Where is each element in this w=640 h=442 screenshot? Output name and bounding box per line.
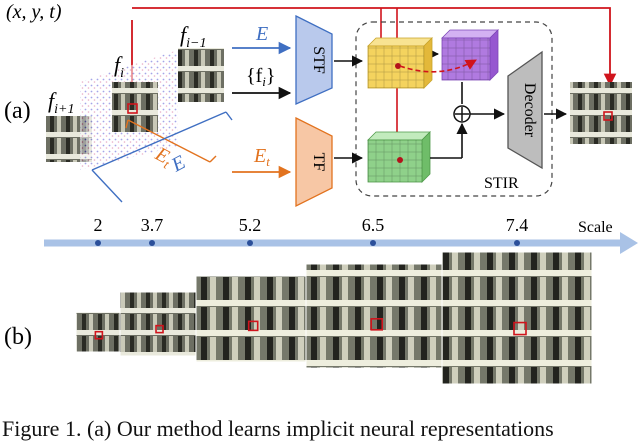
- zoom-crop-query-box: [155, 324, 164, 334]
- coord-label: (x, y, t): [6, 1, 62, 23]
- query-point-box: [127, 103, 138, 114]
- input-et-label: Et: [253, 145, 270, 169]
- scale-tick-label: 3.7: [141, 215, 164, 235]
- input-frames-label: {fi}: [246, 65, 276, 89]
- stir-label: STIR: [484, 175, 519, 192]
- frame-current: [112, 82, 158, 132]
- scale-tick-dot: [514, 240, 520, 246]
- figure-caption: Figure 1. (a) Our method learns implicit…: [2, 416, 554, 441]
- stf-module: [295, 14, 333, 106]
- zoom-crop-image: [441, 251, 593, 385]
- scale-tick-label: 5.2: [239, 215, 262, 235]
- scale-tick-dot: [247, 240, 253, 246]
- zoom-crop-image: [119, 291, 197, 357]
- decoder-label: Decoder: [521, 83, 538, 138]
- scale-axis-label: Scale: [578, 219, 613, 236]
- green-feature-cube: [367, 131, 431, 183]
- tf-module: [295, 116, 333, 208]
- scale-tick-label: 6.5: [362, 215, 385, 235]
- label-e-bracket: E: [167, 151, 189, 177]
- zoom-crop-image: [195, 275, 307, 363]
- bracket-et-tick-b: [209, 155, 217, 163]
- panel-a-label: (a): [4, 98, 31, 124]
- zoom-crop-query-box: [94, 330, 104, 340]
- zoom-crop-query-box: [247, 320, 259, 332]
- scale-axis-arrowhead: [620, 232, 638, 254]
- bracket-e: [91, 111, 227, 171]
- decoder-module: [507, 50, 543, 170]
- bracket-e-high: [225, 111, 233, 121]
- scale-tick-label: 2: [94, 215, 103, 235]
- panel-b-label: (b): [4, 324, 32, 350]
- scale-tick-dot: [95, 240, 101, 246]
- bracket-et: [127, 119, 211, 163]
- output-frame: [570, 82, 632, 144]
- zoom-crops: [75, 251, 593, 385]
- zoom-crop-query-box: [370, 318, 384, 331]
- bracket-et-tick-a: [125, 119, 129, 129]
- zoom-crop-image: [305, 263, 443, 369]
- warp-curve: [399, 59, 477, 73]
- stf-label: STF: [310, 46, 327, 74]
- green-cube-query-dot: [397, 157, 403, 163]
- stir-region: [355, 21, 553, 197]
- frame-stack: [46, 48, 224, 170]
- scale-tick-dot: [370, 240, 376, 246]
- scale-tick-label: 7.4: [506, 215, 529, 235]
- zoom-crop-query-box: [513, 321, 527, 336]
- query-line-top: [132, 7, 617, 87]
- yellow-cube-query-dot: [395, 63, 401, 69]
- purple-feature-cube: [441, 29, 499, 81]
- frame-current-label: fi: [114, 52, 124, 81]
- scale-ticks: 2 3.7 5.2 6.5 7.4: [94, 215, 529, 246]
- bracket-e-low: [91, 169, 123, 203]
- frame-prev-label: fi−1: [180, 22, 206, 51]
- yellow-feature-cube: [367, 37, 433, 89]
- frame-next-label: fi+1: [48, 88, 74, 117]
- scale-tick-dot: [149, 240, 155, 246]
- tf-label: TF: [310, 153, 327, 172]
- output-query-box: [603, 111, 613, 121]
- input-e-label: E: [255, 23, 268, 45]
- frame-prev: [178, 48, 224, 102]
